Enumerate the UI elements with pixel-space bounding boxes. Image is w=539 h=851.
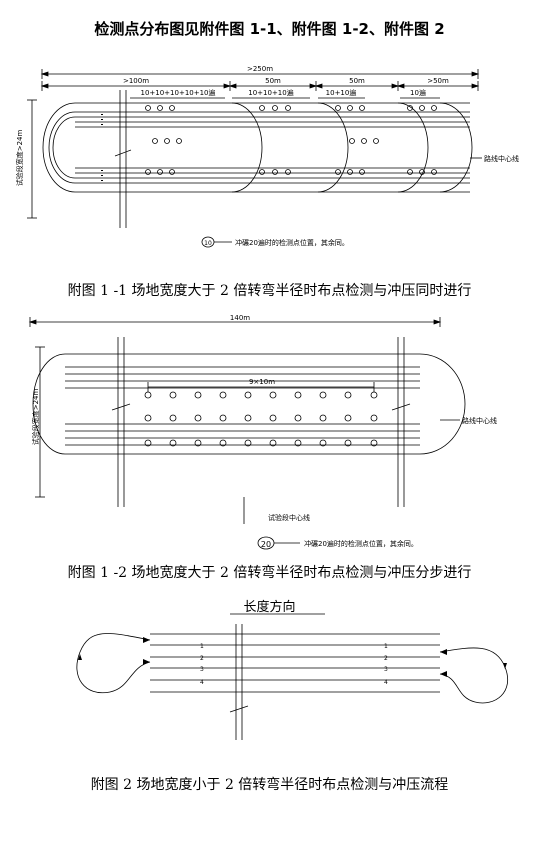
pass-label-1: 10+10+10+10+10遍 (141, 88, 216, 97)
figure-1-2: 140m 9×10m 试验段宽度>24m 路线中心线 试验段中心线 20 冲碾2… (28, 314, 497, 550)
direction-label: 长度方向 (243, 600, 296, 615)
caption-fig-1-2: 附图 1 -2 场地宽度大于 2 倍转弯半径时布点检测与冲压分步进行 (67, 565, 472, 581)
lane-1-left: 1 (200, 643, 204, 650)
grid-label: 9×10m (249, 378, 275, 386)
centerline-label: 路线中心线 (462, 416, 497, 425)
width-label: 试验段宽度>24m (15, 130, 24, 187)
detection-points (145, 105, 437, 175)
pass-label-2: 10+10+10遍 (248, 88, 293, 97)
legend-number: 10 (204, 240, 212, 247)
legend: 10 冲碾20遍时的检测点位置，其余同。 (201, 236, 349, 248)
centerline-label: 路线中心线 (484, 154, 519, 163)
dim-total: 140m (230, 314, 250, 322)
legend-text: 冲碾20遍时的检测点位置，其余同。 (235, 238, 349, 247)
lane-2-right: 2 (384, 655, 388, 662)
lane-4-right: 4 (384, 679, 388, 686)
section-centerline-label: 试验段中心线 (268, 513, 310, 522)
caption-fig-1-1: 附图 1 -1 场地宽度大于 2 倍转弯半径时布点检测与冲压同时进行 (67, 283, 472, 299)
figure-1-1: >250m >100m 50m 50m >50m 10+10+10+10+10遍… (15, 65, 519, 248)
legend-number: 20 (261, 540, 271, 549)
page-title: 检测点分布图见附件图 1-1、附件图 1-2、附件图 2 (94, 20, 445, 38)
dim-total: >250m (247, 65, 273, 73)
dim-seg2: 50m (265, 77, 281, 85)
lane-3-left: 3 (200, 666, 204, 673)
dim-seg3: 50m (349, 77, 365, 85)
lane-3-right: 3 (384, 666, 388, 673)
width-label: 试验段宽度>24m (31, 389, 40, 446)
legend-text: 冲碾20遍时的检测点位置，其余同。 (304, 539, 418, 548)
lane-4-left: 4 (200, 679, 204, 686)
grid-points (144, 391, 378, 447)
pass-label-3: 10+10遍 (326, 88, 357, 97)
figure-2: 1 2 3 4 1 2 3 4 (76, 613, 508, 740)
lane-2-left: 2 (200, 655, 204, 662)
lane-1-right: 1 (384, 643, 388, 650)
pass-label-4: 10遍 (410, 88, 426, 97)
dim-seg4: >50m (427, 77, 449, 85)
dim-seg1: >100m (123, 77, 149, 85)
caption-fig-2: 附图 2 场地宽度小于 2 倍转弯半径时布点检测与冲压流程 (90, 777, 449, 793)
legend: 20 冲碾20遍时的检测点位置，其余同。 (257, 536, 418, 550)
